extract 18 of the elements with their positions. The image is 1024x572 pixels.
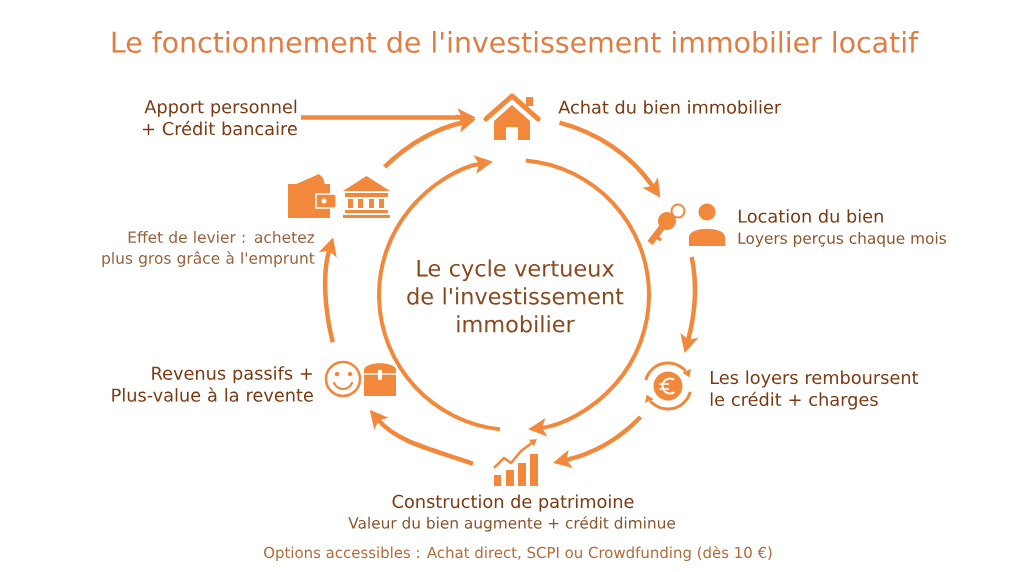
- bar-chart-icon: [493, 439, 538, 486]
- footnote: Options accessibles : Achat direct, SCPI ou Crowdfunding (dès 10 €): [264, 545, 772, 561]
- wallet-and-bank-icon: [288, 174, 390, 218]
- text-label: Apport personnel + Crédit bancaire: [142, 99, 297, 136]
- step-note: Effet de levier : achetez plus gros grâce à l'emprunt: [102, 231, 315, 267]
- title: Le fonctionnement de l'investissement immobilier locatif: [112, 31, 919, 53]
- step-note: Loyers perçus chaque mois: [738, 232, 946, 247]
- step-title: Achat du bien immobilier: [558, 100, 782, 114]
- center-text: Le cycle vertueux de l'investissement immobilier: [407, 259, 624, 333]
- step-title: Location du bien: [738, 209, 883, 223]
- smiley-and-chest-icon: [324, 360, 397, 398]
- euro-cycle-icon: [644, 361, 692, 411]
- step-title: Revenus passifs + Plus-value à la revente: [112, 366, 313, 402]
- step-note: Valeur du bien augmente + crédit diminue: [348, 516, 675, 532]
- step-title: Construction de patrimoine: [392, 494, 634, 512]
- key-and-person-icon: [647, 203, 725, 246]
- house-icon: [483, 93, 541, 140]
- step-title: Les loyers remboursent le crédit + charges: [710, 370, 919, 410]
